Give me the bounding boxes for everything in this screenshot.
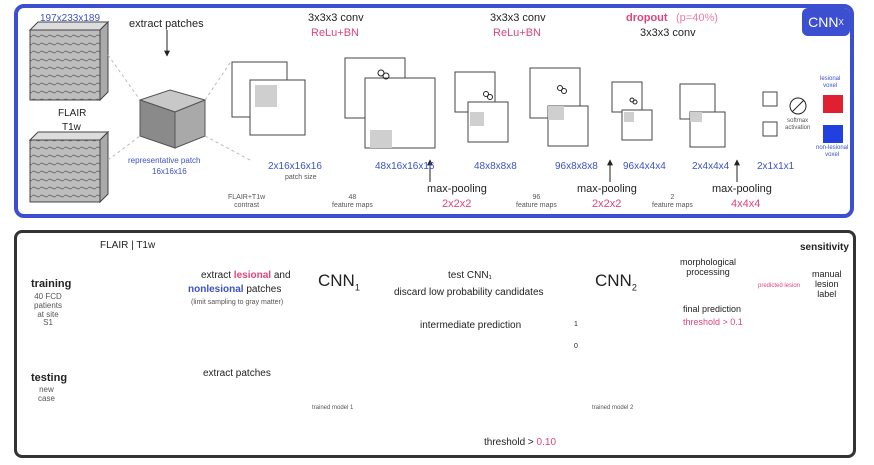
testing-label: testing — [31, 372, 68, 384]
mp2-label: Mp2 — [602, 367, 629, 391]
relu2-label: ReLu+BN — [493, 27, 542, 39]
representative-patch-label: representative patch — [128, 156, 201, 165]
sensitivity-label: sensitivity — [800, 242, 849, 253]
maxpool3-label: max-pooling — [712, 183, 772, 195]
fm5-count: 2 feature maps — [652, 194, 693, 209]
size-out: 2x1x1x1 — [757, 161, 795, 172]
size-fm2: 48x8x8x8 — [474, 161, 517, 172]
size-fm5: 2x4x4x4 — [692, 161, 730, 172]
size-fm4: 96x4x4x4 — [623, 161, 666, 172]
lesional-voxel-label: lesional voxel — [820, 76, 841, 89]
size-patch: 2x16x16x16 — [268, 161, 322, 172]
patches-word: patches — [246, 284, 282, 295]
training-description: 40 FCD patients at site S1 — [34, 292, 63, 328]
flair-volume — [28, 20, 110, 102]
maxpool1-label: max-pooling — [427, 183, 487, 195]
nonlesional-voxel-label: non-lesional voxel — [816, 145, 849, 158]
extract-patches-label: extract patches — [129, 18, 204, 30]
cnn1-sub: 1 — [354, 282, 360, 293]
pool1-stack — [454, 71, 509, 143]
mp1-sub: p1 — [337, 379, 349, 391]
trained-model-1-label: trained model 1 — [312, 405, 354, 411]
maxpool2-kernel: 2x2x2 — [592, 198, 622, 210]
dropout-label: dropout — [626, 12, 668, 24]
patch-size-label: patch size — [285, 174, 317, 181]
input-dimensions: 197x233x189 — [40, 13, 101, 24]
extract-prefix: extract — [201, 270, 232, 281]
size-fm1: 48x16x16x16 — [375, 161, 435, 172]
conv3-stack — [679, 83, 726, 148]
conv2-label: 3x3x3 conv — [490, 12, 546, 24]
final-prediction-label: final prediction — [683, 304, 742, 314]
flair-t1w-label: FLAIR | T1w — [100, 240, 156, 251]
trained-model-2-label: trained model 2 — [592, 405, 634, 411]
test-cnn1-label: test CNN₁ — [448, 270, 492, 281]
pool2-stack — [611, 81, 653, 141]
final-threshold-label: threshold > 0.1 — [683, 317, 743, 327]
maxpool1-kernel: 2x2x2 — [442, 198, 472, 210]
representative-patch-size: 16x16x16 — [152, 167, 187, 176]
maxpool2-label: max-pooling — [577, 183, 637, 195]
discard-label: discard low probability candidates — [394, 287, 544, 298]
limit-sampling-label: (limit sampling to gray matter) — [191, 299, 284, 306]
nonlesional-word: nonlesional — [188, 284, 244, 295]
scale-min-label: 0 — [574, 343, 578, 350]
lesional-word: lesional — [233, 270, 272, 281]
predicted-lesion-label: predicted lesion — [758, 283, 801, 289]
representative-patch-cube — [138, 89, 207, 149]
conv1-stack — [344, 57, 436, 149]
patch-stack — [231, 61, 306, 136]
training-label: training — [31, 278, 72, 290]
conv1-label: 3x3x3 conv — [308, 12, 364, 24]
intermediate-prediction-label: intermediate prediction — [420, 320, 522, 331]
mp1-label: Mp1 — [322, 367, 349, 391]
flair-label: FLAIR — [58, 108, 87, 119]
manual-label-text: manual lesion label — [812, 269, 842, 299]
conv3-label: 3x3x3 conv — [640, 27, 696, 39]
guide-lines — [107, 54, 251, 161]
pipeline-panel — [14, 230, 856, 458]
extract-label: extract lesional and — [201, 270, 291, 281]
size-fm3: 96x8x8x8 — [555, 161, 598, 172]
mp2-sub: p2 — [617, 379, 629, 391]
extract-patches-bottom: extract patches — [203, 368, 271, 379]
relu1-label: ReLu+BN — [311, 27, 360, 39]
dropout-probability: (p=40%) — [676, 12, 718, 24]
t1w-volume — [28, 130, 110, 204]
and-word: and — [273, 270, 291, 281]
nonlesional-patches-label: nonlesional patches — [188, 284, 281, 295]
scale-max-label: 1 — [574, 321, 578, 328]
output-stack — [762, 91, 843, 143]
conv2-stack — [529, 67, 589, 147]
t1w-label: T1w — [62, 122, 81, 133]
fm1-count: 48 feature maps — [332, 194, 373, 209]
cnn-x-badge-sub: X — [838, 17, 844, 27]
cnn1-label: CNN1 — [318, 271, 360, 293]
mp1-text: M — [322, 367, 337, 387]
cnn2-label: CNN2 — [595, 271, 637, 293]
morph-label: morphological processing — [680, 257, 737, 277]
flair-contrast-label: FLAIR+T1w contrast — [228, 194, 266, 209]
cnn-x-badge-text: CNN — [808, 14, 839, 30]
fm3-count: 96 feature maps — [516, 194, 557, 209]
softmax-label: softmax activation — [785, 118, 811, 131]
threshold-value: 0.10 — [536, 437, 557, 448]
threshold-label: threshold > 0.10 — [484, 437, 556, 448]
testing-description: new case — [38, 385, 55, 403]
threshold-text: threshold > — [484, 437, 534, 448]
cnn1-text: CNN — [318, 271, 355, 290]
cnn2-sub: 2 — [631, 282, 637, 293]
mp2-text: M — [602, 367, 617, 387]
maxpool3-kernel: 4x4x4 — [731, 198, 761, 210]
cnn2-text: CNN — [595, 271, 632, 290]
